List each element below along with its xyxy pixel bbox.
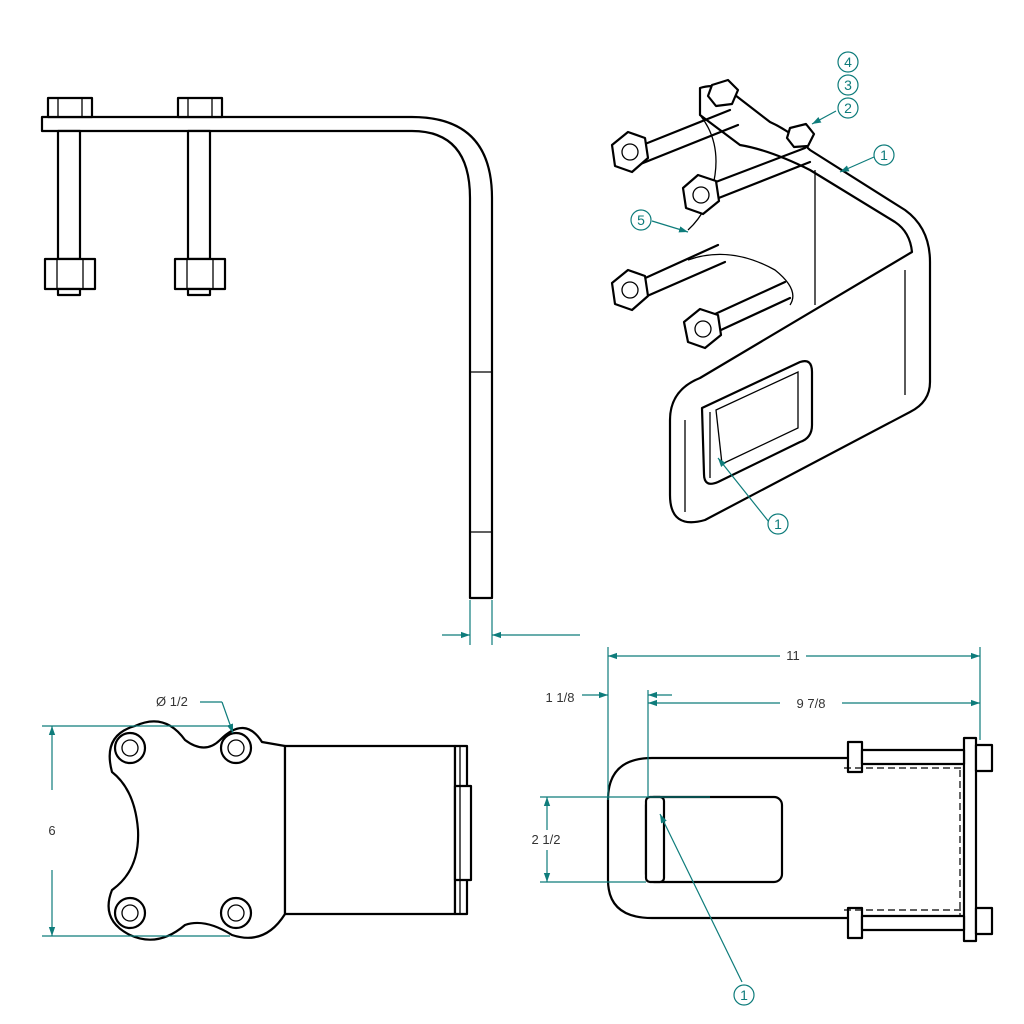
inner-length-label: 9 7/8	[797, 696, 826, 711]
side-view	[40, 96, 580, 645]
bolt-iso-2	[681, 146, 812, 216]
balloon-item-5: 5	[630, 209, 652, 231]
slot-top	[644, 795, 784, 884]
overall-dimension: 11	[607, 647, 981, 800]
bolt-iso-1	[610, 108, 740, 174]
svg-text:1: 1	[880, 147, 888, 163]
hole-front-br	[219, 896, 253, 930]
hole-front-tr	[219, 731, 253, 765]
isometric-view	[610, 78, 932, 524]
bolt-side-left	[43, 96, 97, 297]
height-label: 6	[48, 823, 55, 838]
slot-height-label: 2 1/2	[532, 832, 561, 847]
svg-text:1: 1	[740, 987, 748, 1003]
svg-text:3: 3	[844, 77, 852, 93]
offset-label: 1 1/8	[546, 690, 575, 705]
top-view: 11 9 7/8 1 1/8 2 1/2	[532, 647, 994, 983]
svg-text:5: 5	[637, 212, 645, 228]
bracket-body-front	[283, 744, 457, 916]
top-slot-leader	[659, 813, 743, 983]
bolt-iso-4	[682, 280, 792, 350]
slot-height-dimension: 2 1/2	[532, 796, 710, 883]
overall-length-label: 11	[786, 648, 800, 663]
balloon-item-3: 3	[837, 74, 859, 96]
bracket-side-bar	[40, 115, 494, 600]
hole-front-tl	[113, 731, 147, 765]
balloon-item-4: 4	[837, 51, 859, 73]
nut-iso-top	[706, 78, 740, 108]
front-view: 6 Ø 1/2	[42, 694, 473, 941]
balloon-item-1-bottom: 1	[733, 984, 755, 1006]
bolt-top-upper	[844, 740, 994, 774]
bolt-top-lower	[844, 906, 994, 940]
balloon-item-1-iso: 1	[873, 144, 895, 166]
svg-text:4: 4	[844, 54, 852, 70]
plate-top	[962, 736, 978, 943]
svg-text:1: 1	[774, 516, 782, 532]
thickness-dimension	[442, 600, 580, 645]
inner-dimension: 9 7/8	[647, 690, 980, 797]
hole-callout: Ø 1/2	[156, 694, 234, 734]
hole-front-bl	[113, 896, 147, 930]
slot-iso	[700, 360, 814, 485]
svg-text:2: 2	[844, 100, 852, 116]
hole-diameter-label: Ø 1/2	[156, 694, 188, 709]
nut-iso-corner	[785, 122, 816, 149]
balloon-item-2: 2	[837, 97, 859, 119]
bolt-iso-3	[610, 243, 727, 312]
plate-front	[107, 720, 287, 941]
balloon-item-1-slot: 1	[767, 513, 789, 535]
bolt-side-right	[173, 96, 227, 297]
height-dimension: 6	[42, 725, 230, 937]
offset-dimension: 1 1/8	[546, 690, 672, 705]
iso-leaders	[651, 110, 875, 523]
